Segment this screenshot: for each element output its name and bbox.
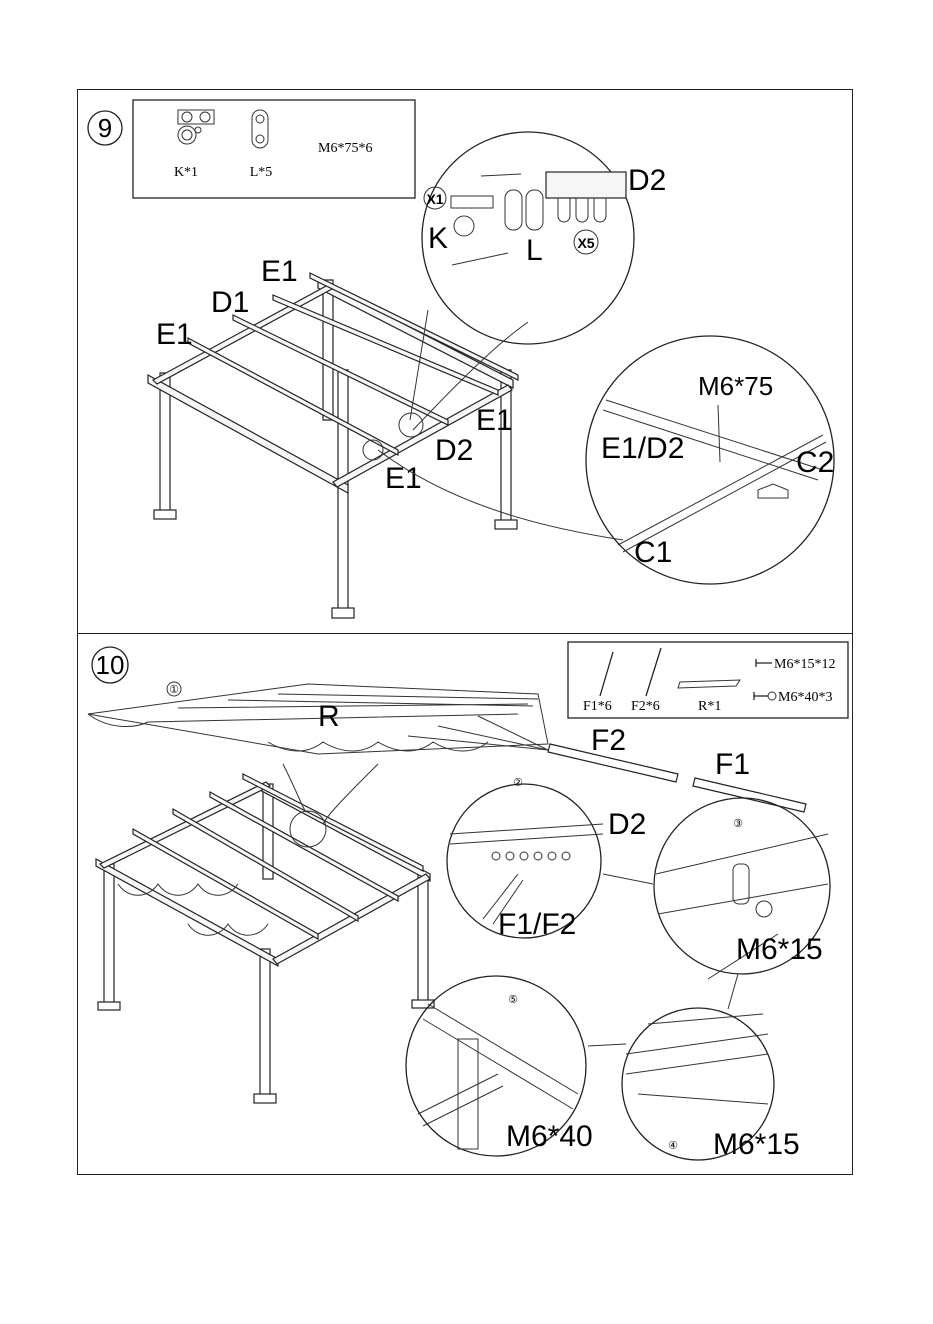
callout-e1-left: E1 [156,318,193,351]
detail2-f1f2: F1/F2 [498,908,576,941]
zoom-top-parts [424,172,626,265]
rod-f1-icon [600,652,613,696]
part-m6-15-label: M6*15*12 [774,657,835,672]
step-number: 9 [98,113,112,143]
part-m6-40-label: M6*40*3 [778,690,832,705]
rod-f2-icon [646,648,661,696]
zoom-source-ring-2 [363,440,383,460]
arrow-2-to-3 [603,874,653,884]
step-10-drawing: 10 F1*6 F2*6 R*1 M6*15*12 M6*40*3 ① R F2… [78,634,854,1176]
callout-d1: D1 [211,286,249,319]
detail3-num: ③ [733,818,743,830]
part-f1-label: F1*6 [583,699,612,714]
screw-m6-15-icon [756,659,772,667]
parts-list-box [133,100,415,198]
step-9-panel: 9 K*1 L*5 M6*75*6 E1 D1 E1 E1 D2 E1 [77,89,853,634]
detail5-num: ⑤ [508,994,518,1006]
part-l-icon [252,110,268,148]
callout-e1-top: E1 [261,255,298,288]
part-r-label: R*1 [698,699,721,714]
part-l-label: L*5 [250,165,273,180]
arrow-4-to-5 [588,1044,626,1046]
pergola-assembled [96,774,434,1103]
callout-r: R [318,700,340,733]
zoom-top-k: K [428,222,448,255]
canopy-r-icon [678,680,740,688]
detail5-m6-40: M6*40 [506,1120,593,1153]
detail2-d2: D2 [608,808,646,841]
part-k-label: K*1 [174,165,198,180]
bolt-m6-75-label: M6*75*6 [318,141,372,156]
zoom-bottom-beams [603,400,826,552]
bolt-m6-40-icon [754,692,776,700]
detail4-m6-15: M6*15 [713,1128,800,1161]
part-k-icon [178,110,214,144]
zoom-top-d2: D2 [628,164,666,197]
callout-f2: F2 [591,724,626,757]
zoom-top-x5: X5 [577,235,594,251]
zoom-bottom-c1: C1 [634,536,672,569]
rod-f1 [693,778,806,812]
step-9-drawing: 9 K*1 L*5 M6*75*6 E1 D1 E1 E1 D2 E1 [78,90,854,635]
detail1-num: ① [169,684,179,696]
detail2-num: ② [513,777,523,789]
zoom-top-l: L [526,234,543,267]
callout-e1-right: E1 [476,404,513,437]
zoom-bottom-m6-75: M6*75 [698,371,773,401]
callout-f1: F1 [715,748,750,781]
step-10-panel: 10 F1*6 F2*6 R*1 M6*15*12 M6*40*3 ① R F2… [77,633,853,1175]
zoom-bottom-c2: C2 [796,446,834,479]
detail4-num: ④ [668,1140,678,1152]
zoom-bottom-e1-d2: E1/D2 [601,432,684,465]
part-f2-label: F2*6 [631,699,660,714]
zoom-top-x1: X1 [426,191,443,207]
detail3-m6-15: M6*15 [736,933,823,966]
arrow-3-to-4 [728,974,738,1009]
step-number: 10 [96,650,125,680]
callout-d2: D2 [435,434,473,467]
